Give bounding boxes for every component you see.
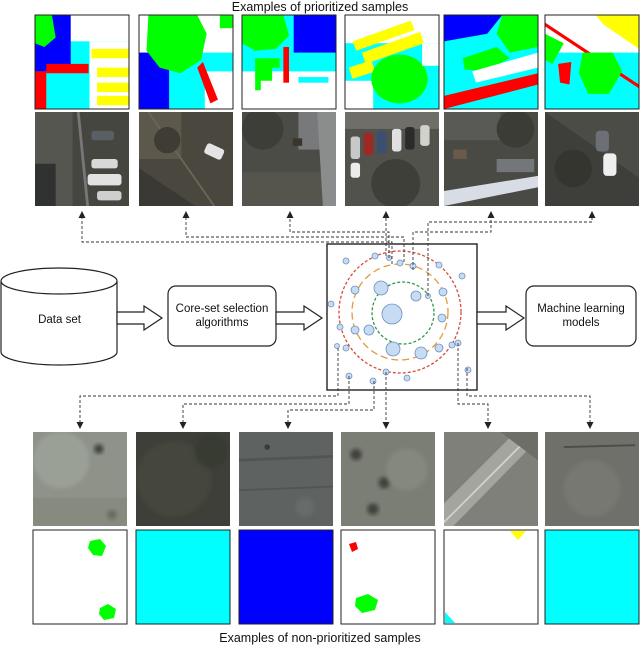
non-prioritized-photo-3 (239, 432, 333, 526)
sample-point (411, 291, 421, 301)
dataset-label: Data set (2, 300, 117, 340)
non-prioritized-label-map-5 (444, 530, 538, 624)
sample-point (343, 258, 349, 264)
hollow-arrow-dataset-to-coreset (117, 306, 162, 330)
prioritized-label-map-6 (545, 15, 639, 109)
sample-point (382, 304, 402, 324)
prioritized-photo-2 (139, 112, 233, 206)
sample-point (335, 344, 340, 349)
prioritized-label-map-5 (444, 15, 538, 109)
hollow-arrow-coreset-to-space (276, 306, 322, 330)
sample-point (372, 253, 378, 259)
sample-point (386, 342, 400, 356)
prioritized-photo-6 (545, 112, 639, 206)
prioritized-label-map-4 (345, 15, 439, 109)
sample-point (370, 378, 376, 384)
sample-point (337, 324, 343, 330)
sample-point (351, 286, 359, 294)
non-prioritized-photo-2 (136, 432, 230, 526)
prioritized-photo-1 (35, 112, 129, 206)
sample-point (465, 367, 471, 373)
ml-models-label: Machine learning models (526, 286, 636, 346)
coreset-label: Core-set selection algorithms (168, 286, 276, 346)
sample-point (364, 325, 374, 335)
connector-bottom-2 (183, 376, 349, 428)
sample-point (343, 345, 349, 351)
non-prioritized-photo-6 (545, 432, 639, 526)
sample-point (435, 344, 443, 352)
sample-point (328, 301, 334, 307)
feature-space-box (327, 244, 477, 390)
prioritized-label-map-2 (139, 15, 233, 109)
prioritized-photo-3 (242, 108, 336, 206)
connector-bottom-1 (80, 348, 338, 428)
sample-point (404, 375, 410, 381)
non-prioritized-photo-4 (341, 432, 435, 526)
prioritized-label-map-3 (242, 15, 336, 109)
sample-point (415, 347, 427, 359)
sample-point (459, 273, 465, 279)
hollow-arrow-space-to-models (477, 306, 524, 330)
sample-point (439, 288, 447, 296)
non-prioritized-photo-1 (33, 432, 127, 526)
prioritized-photo-5 (444, 110, 538, 206)
sample-point (438, 314, 446, 322)
sample-point (436, 262, 442, 268)
non-prioritized-label-map-3 (239, 530, 333, 624)
sample-point (374, 281, 388, 295)
prioritized-label-map-1 (35, 15, 129, 109)
sample-point (351, 326, 359, 334)
non-prioritized-label-map-2 (136, 530, 230, 624)
non-prioritized-label-map-4 (341, 530, 435, 624)
sample-point (449, 342, 455, 348)
non-prioritized-photo-5 (444, 432, 538, 526)
connector-bottom-6 (467, 368, 590, 428)
prioritized-photo-4 (345, 112, 439, 208)
sample-point (397, 260, 403, 266)
non-prioritized-label-map-6 (545, 530, 639, 624)
non-prioritized-caption: Examples of non-prioritized samples (0, 631, 640, 645)
non-prioritized-label-map-1 (33, 530, 127, 624)
